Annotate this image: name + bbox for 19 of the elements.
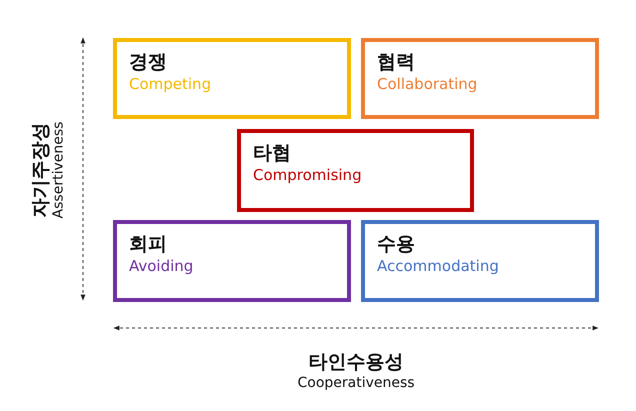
box-subtitle: Avoiding — [129, 256, 194, 276]
axis-subtitle: Cooperativeness — [298, 375, 415, 391]
style-box — [237, 129, 474, 212]
box-subtitle: Competing — [129, 74, 212, 94]
box-title: 경쟁 — [129, 50, 167, 74]
axis-title: 자기주장성 — [28, 122, 52, 218]
box-subtitle: Accommodating — [377, 256, 499, 276]
box-subtitle: Compromising — [253, 165, 362, 185]
axis-title: 타인수용성 — [308, 350, 404, 375]
axis-subtitle: Assertiveness — [50, 122, 66, 218]
style-box — [361, 220, 599, 302]
box-title: 수용 — [377, 232, 415, 256]
style-box — [361, 38, 599, 119]
box-title: 협력 — [377, 50, 415, 74]
box-title: 회피 — [129, 232, 167, 256]
style-box — [113, 38, 351, 119]
box-subtitle: Collaborating — [377, 74, 478, 94]
box-title: 타협 — [253, 141, 291, 165]
style-box — [113, 220, 351, 302]
